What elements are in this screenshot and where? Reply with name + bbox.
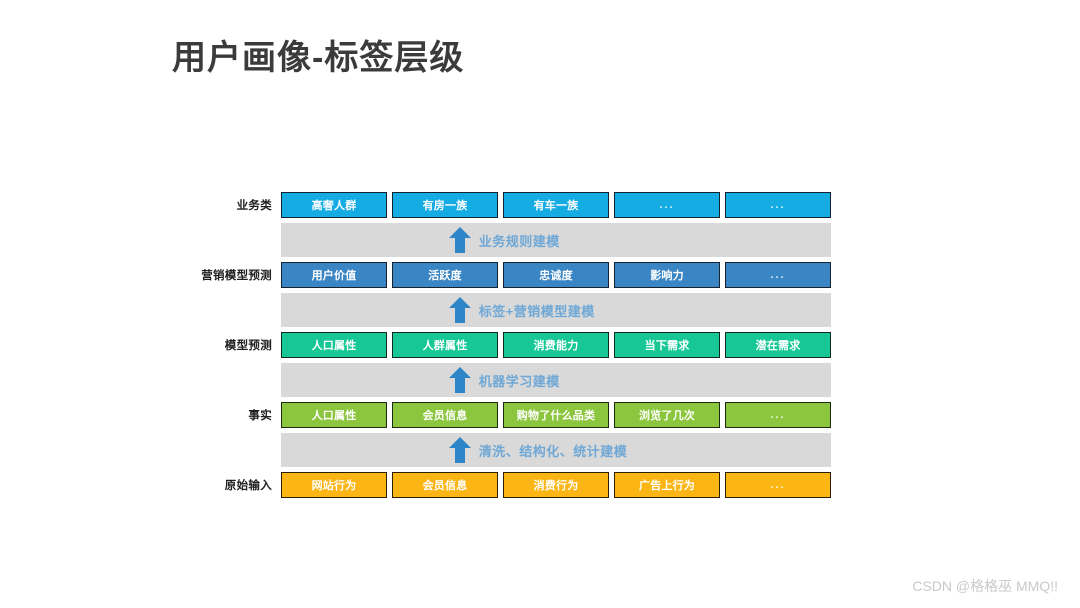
tag-cell[interactable]: 有车一族 — [503, 192, 609, 218]
watermark-text: CSDN @格格巫 MMQ!! — [912, 578, 1058, 594]
tier-row-label: 事实 — [248, 410, 272, 422]
tier-row: 营销模型预测用户价值活跃度忠诚度影响力... — [186, 262, 831, 288]
modeling-band-row: 标签+营销模型建模 — [186, 293, 831, 327]
tag-cell[interactable]: ... — [614, 192, 720, 218]
tag-cell[interactable]: ... — [725, 262, 831, 288]
tier-cell-group: 高奢人群有房一族有车一族...... — [281, 192, 831, 218]
tag-cell[interactable]: 消费能力 — [503, 332, 609, 358]
tag-cell[interactable]: 购物了什么品类 — [503, 402, 609, 428]
modeling-band: 标签+营销模型建模 — [281, 293, 831, 327]
tag-cell[interactable]: ... — [725, 402, 831, 428]
tier-row: 模型预测人口属性人群属性消费能力当下需求潜在需求 — [186, 332, 831, 358]
band-label-spacer — [186, 223, 281, 257]
tag-cell[interactable]: 广告上行为 — [614, 472, 720, 498]
tag-cell[interactable]: 影响力 — [614, 262, 720, 288]
modeling-band-label: 业务规则建模 — [478, 233, 560, 249]
user-profile-tag-hierarchy-diagram: 业务类高奢人群有房一族有车一族...... 业务规则建模营销模型预测用户价值活跃度… — [186, 192, 831, 503]
tag-cell[interactable]: 有房一族 — [392, 192, 498, 218]
modeling-band-row: 清洗、结构化、统计建模 — [186, 433, 831, 467]
tag-cell[interactable]: 忠诚度 — [503, 262, 609, 288]
tag-cell[interactable]: 人群属性 — [392, 332, 498, 358]
tier-cell-group: 人口属性会员信息购物了什么品类浏览了几次... — [281, 402, 831, 428]
tag-cell[interactable]: 高奢人群 — [281, 192, 387, 218]
tag-cell[interactable]: 当下需求 — [614, 332, 720, 358]
tier-row: 业务类高奢人群有房一族有车一族...... — [186, 192, 831, 218]
up-arrow-icon — [448, 367, 471, 393]
tag-cell[interactable]: 人口属性 — [281, 402, 387, 428]
tier-row-label: 营销模型预测 — [201, 270, 272, 282]
tier-cell-group: 网站行为会员信息消费行为广告上行为... — [281, 472, 831, 498]
modeling-band-label: 机器学习建模 — [478, 373, 560, 389]
tag-cell[interactable]: 消费行为 — [503, 472, 609, 498]
up-arrow-icon — [448, 227, 471, 253]
modeling-band: 业务规则建模 — [281, 223, 831, 257]
modeling-band-label: 标签+营销模型建模 — [478, 303, 595, 319]
modeling-band-row: 业务规则建模 — [186, 223, 831, 257]
up-arrow-icon — [448, 437, 471, 463]
band-label-spacer — [186, 293, 281, 327]
tag-cell[interactable]: 潜在需求 — [725, 332, 831, 358]
tag-cell[interactable]: 用户价值 — [281, 262, 387, 288]
tag-cell[interactable]: 浏览了几次 — [614, 402, 720, 428]
band-label-spacer — [186, 433, 281, 467]
tier-row: 事实人口属性会员信息购物了什么品类浏览了几次... — [186, 402, 831, 428]
tag-cell[interactable]: ... — [725, 192, 831, 218]
up-arrow-icon — [448, 297, 471, 323]
page-title: 用户画像-标签层级 — [172, 39, 465, 77]
tag-cell[interactable]: 网站行为 — [281, 472, 387, 498]
tag-cell[interactable]: 人口属性 — [281, 332, 387, 358]
tag-cell[interactable]: ... — [725, 472, 831, 498]
tag-cell[interactable]: 会员信息 — [392, 402, 498, 428]
tier-row-label: 业务类 — [236, 200, 272, 212]
modeling-band-label: 清洗、结构化、统计建模 — [478, 443, 628, 459]
modeling-band: 清洗、结构化、统计建模 — [281, 433, 831, 467]
tier-cell-group: 人口属性人群属性消费能力当下需求潜在需求 — [281, 332, 831, 358]
modeling-band-row: 机器学习建模 — [186, 363, 831, 397]
tier-row: 原始输入网站行为会员信息消费行为广告上行为... — [186, 472, 831, 498]
band-label-spacer — [186, 363, 281, 397]
tier-cell-group: 用户价值活跃度忠诚度影响力... — [281, 262, 831, 288]
tier-row-label: 原始输入 — [224, 480, 272, 492]
tag-cell[interactable]: 会员信息 — [392, 472, 498, 498]
modeling-band: 机器学习建模 — [281, 363, 831, 397]
tag-cell[interactable]: 活跃度 — [392, 262, 498, 288]
tier-row-label: 模型预测 — [224, 340, 272, 352]
